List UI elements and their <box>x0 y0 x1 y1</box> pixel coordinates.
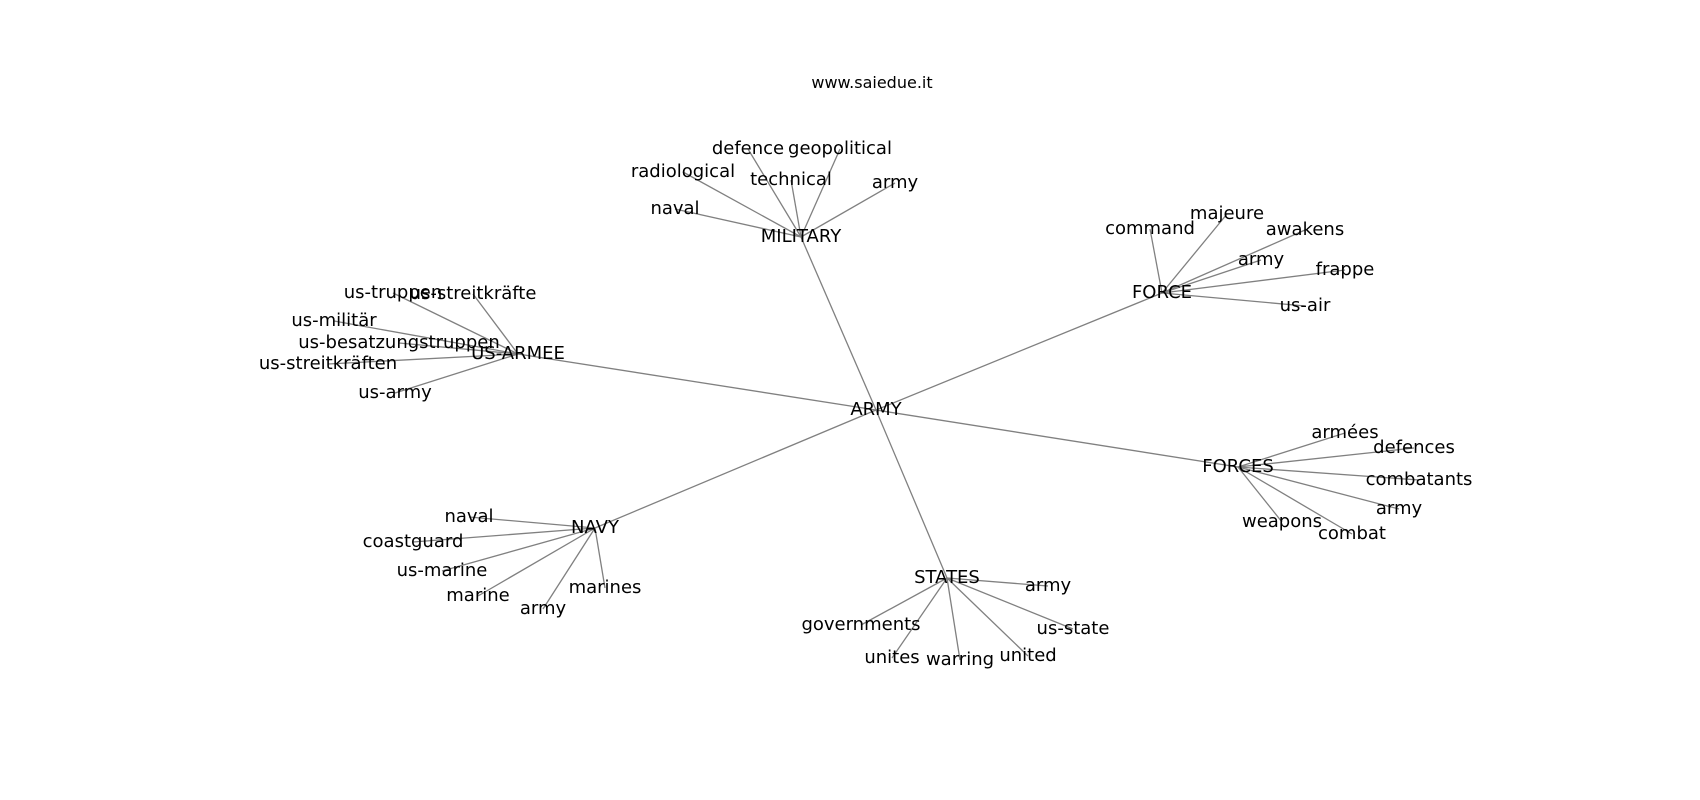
edge-us-armee-leaf <box>392 292 519 355</box>
edge-states-leaf <box>946 577 1049 587</box>
leaf-node-label: technical <box>750 169 832 190</box>
edge-forces-leaf <box>1237 466 1283 523</box>
leaf-node-label: us-air <box>1280 295 1331 316</box>
leaf-node-label: army <box>1238 249 1285 270</box>
leaf-node-label: marines <box>569 577 642 598</box>
leaf-node-label: us-streitkräfte <box>410 283 537 304</box>
hub-node-label-forces: FORCES <box>1202 456 1274 477</box>
leaf-node-label: geopolitical <box>788 138 892 159</box>
leaf-node-label: combatants <box>1366 469 1473 490</box>
leaf-node-label: us-besatzungstruppen <box>298 332 500 353</box>
edge-root-military <box>800 236 877 411</box>
leaf-node-label: army <box>520 598 567 619</box>
leaf-node-label: us-streitkräften <box>259 353 397 374</box>
edge-military-leaf <box>682 171 802 238</box>
leaf-node-label: majeure <box>1190 203 1264 224</box>
leaf-node-label: warring <box>926 649 994 670</box>
leaf-node-label: us-truppen <box>344 282 442 303</box>
edge-us-armee-leaf <box>472 293 519 355</box>
edge-states-leaf <box>946 577 1074 630</box>
edge-military-leaf <box>800 182 896 238</box>
edge-navy-leaf <box>542 527 596 610</box>
edge-us-armee-leaf <box>333 320 519 355</box>
hub-node-label-force: FORCE <box>1132 282 1192 303</box>
edge-us-armee-leaf <box>398 342 519 355</box>
leaf-node-label: defences <box>1373 437 1455 458</box>
edge-root-states <box>875 409 948 579</box>
edge-force-leaf <box>1161 292 1306 307</box>
leaf-node-label: frappe <box>1316 259 1375 280</box>
edge-navy-leaf <box>468 516 596 529</box>
edge-root-forces <box>875 409 1239 468</box>
edge-military-leaf <box>674 208 802 238</box>
edge-force-leaf <box>1161 269 1346 294</box>
edge-root-force <box>875 292 1163 411</box>
leaf-node-label: coastguard <box>363 531 464 552</box>
leaf-node-label: radiological <box>631 161 735 182</box>
leaf-node-label: armées <box>1311 422 1378 443</box>
edge-forces-leaf <box>1237 432 1346 468</box>
edge-states-leaf <box>891 577 948 659</box>
leaf-node-label: naval <box>650 198 699 219</box>
edge-forces-leaf <box>1237 447 1415 468</box>
leaf-node-label: combat <box>1318 523 1386 544</box>
hub-node-label-us-armee: US-ARMEE <box>471 343 565 364</box>
edge-root-us-armee <box>517 353 877 411</box>
hub-node-label-states: STATES <box>914 567 980 588</box>
edge-navy-leaf <box>477 527 596 597</box>
leaf-node-label: us-army <box>358 382 432 403</box>
edge-military-leaf <box>800 148 841 238</box>
edge-forces-leaf <box>1237 466 1420 481</box>
edge-military-leaf <box>747 148 802 238</box>
edge-us-armee-leaf <box>394 353 519 394</box>
leaf-node-label: us-militär <box>291 310 377 331</box>
edge-forces-leaf <box>1237 466 1400 510</box>
edge-force-leaf <box>1149 228 1163 294</box>
watermark-text: www.saiedue.it <box>811 73 932 92</box>
edge-root-navy <box>594 409 877 529</box>
hub-node-label-navy: NAVY <box>571 517 620 538</box>
edge-layer <box>327 148 1420 661</box>
leaf-node-label: naval <box>444 506 493 527</box>
leaf-node-label: us-state <box>1037 618 1110 639</box>
leaf-node-label: army <box>1376 498 1423 519</box>
leaf-node-label: governments <box>801 614 920 635</box>
edge-force-leaf <box>1161 259 1262 294</box>
leaf-node-label: awakens <box>1266 219 1344 240</box>
edge-force-leaf <box>1161 213 1228 294</box>
leaf-node-label: command <box>1105 218 1195 239</box>
edge-states-leaf <box>946 577 1029 657</box>
edge-force-leaf <box>1161 229 1306 294</box>
leaf-node-label: us-marine <box>397 560 488 581</box>
edge-states-leaf <box>946 577 961 661</box>
leaf-node-label: marine <box>446 585 509 606</box>
root-node-label: ARMY <box>850 399 902 420</box>
leaf-node-label: defence <box>712 138 784 159</box>
edge-us-armee-leaf <box>327 353 519 365</box>
hub-node-label-military: MILITARY <box>761 226 842 247</box>
leaf-node-label: united <box>999 645 1056 666</box>
edge-navy-leaf <box>594 527 606 589</box>
leaf-node-label: unites <box>864 647 919 668</box>
leaf-node-label: weapons <box>1242 511 1322 532</box>
edge-navy-leaf <box>412 527 596 543</box>
leaf-node-label: army <box>872 172 919 193</box>
edge-military-leaf <box>790 179 802 238</box>
edge-navy-leaf <box>441 527 596 572</box>
leaf-node-label: army <box>1025 575 1072 596</box>
edge-states-leaf <box>860 577 948 626</box>
edge-forces-leaf <box>1237 466 1353 535</box>
